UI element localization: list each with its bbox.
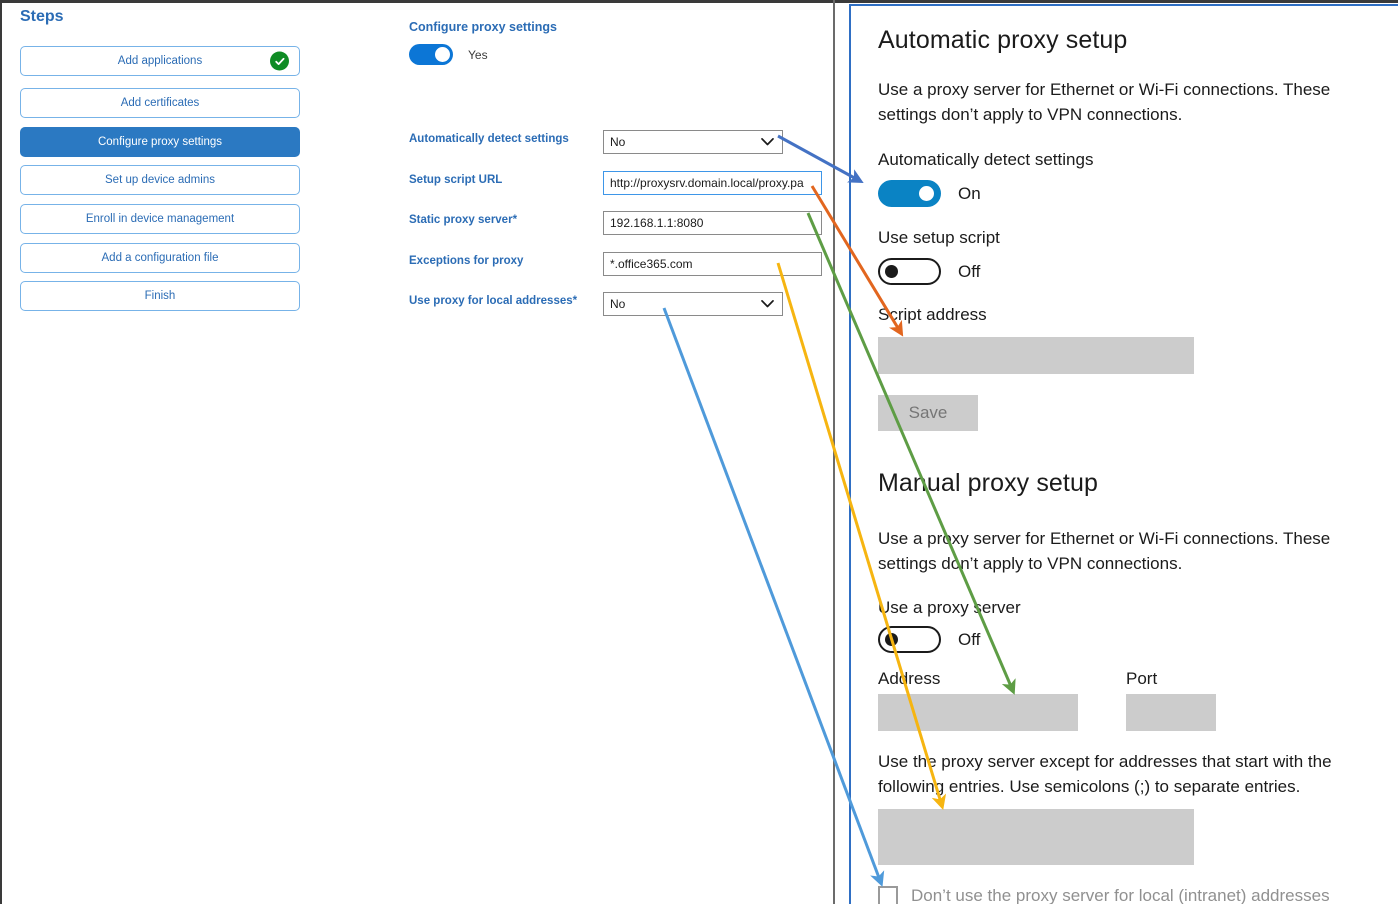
- sidebar-item-set-up-device-admins[interactable]: Set up device admins: [20, 165, 300, 195]
- window-left-border: [0, 0, 2, 904]
- automatically-detect-settings-toggle[interactable]: [878, 180, 941, 207]
- field-label: Exceptions for proxy: [409, 255, 524, 267]
- field-exceptions-for-proxy: Exceptions for proxy *.office365.com: [409, 252, 822, 276]
- toggle-knob: [919, 186, 934, 201]
- address-input[interactable]: [878, 694, 1078, 731]
- static-proxy-server-input[interactable]: 192.168.1.1:8080: [603, 211, 822, 235]
- use-setup-script-toggle[interactable]: [878, 258, 941, 285]
- automatically-detect-settings-label: Automatically detect settings: [878, 150, 1094, 169]
- step-label: Finish: [144, 290, 176, 302]
- field-label: Automatically detect settings: [409, 133, 569, 145]
- field-static-proxy-server: Static proxy server* 192.168.1.1:8080: [409, 211, 822, 235]
- address-label: Address: [878, 669, 941, 688]
- select-value: No: [610, 297, 626, 311]
- bypass-local-checkbox[interactable]: [878, 886, 898, 904]
- toggle-knob: [435, 47, 450, 62]
- port-label: Port: [1126, 669, 1158, 688]
- automatically-detect-settings-state: On: [958, 183, 981, 203]
- automatic-proxy-setup-description: Use a proxy server for Ethernet or Wi-Fi…: [878, 80, 1331, 124]
- input-value: *.office365.com: [610, 257, 693, 271]
- script-address-input[interactable]: [878, 337, 1194, 374]
- input-value: 192.168.1.1:8080: [610, 216, 704, 230]
- step-label: Enroll in device management: [85, 213, 235, 225]
- use-a-proxy-server-state: Off: [958, 629, 981, 649]
- exceptions-description: Use the proxy server except for addresse…: [878, 752, 1332, 796]
- step-label: Add a configuration file: [101, 252, 219, 264]
- manual-proxy-setup-heading: Manual proxy setup: [878, 469, 1098, 497]
- bypass-local-label: Don’t use the proxy server for local (in…: [911, 886, 1330, 904]
- field-use-proxy-for-local-addresses: Use proxy for local addresses* No: [409, 292, 819, 316]
- step-label: Add certificates: [120, 97, 200, 109]
- check-circle-icon: [270, 51, 289, 71]
- sidebar-item-configure-proxy-settings[interactable]: Configure proxy settings: [20, 127, 300, 157]
- chevron-down-icon: [761, 138, 774, 147]
- automatically-detect-settings-toggle-row: On: [878, 180, 981, 207]
- script-address-label: Script address: [878, 305, 987, 324]
- port-input[interactable]: [1126, 694, 1216, 731]
- field-label: Setup script URL: [409, 174, 503, 186]
- field-automatically-detect-settings: Automatically detect settings No: [409, 130, 819, 154]
- automatically-detect-settings-select[interactable]: No: [603, 130, 783, 154]
- step-label: Set up device admins: [105, 174, 215, 186]
- use-proxy-for-local-addresses-select[interactable]: No: [603, 292, 783, 316]
- save-button[interactable]: Save: [878, 395, 978, 431]
- sidebar-item-finish[interactable]: Finish: [20, 281, 300, 311]
- use-setup-script-toggle-row: Off: [878, 258, 980, 285]
- use-a-proxy-server-label: Use a proxy server: [878, 598, 1021, 617]
- bypass-local-checkbox-row[interactable]: Don’t use the proxy server for local (in…: [878, 886, 1330, 904]
- automatic-proxy-setup-heading: Automatic proxy setup: [878, 26, 1128, 54]
- sidebar-item-add-a-configuration-file[interactable]: Add a configuration file: [20, 243, 300, 273]
- exceptions-for-proxy-input[interactable]: *.office365.com: [603, 252, 822, 276]
- toggle-knob: [885, 265, 898, 278]
- toggle-knob: [885, 633, 898, 646]
- use-setup-script-label: Use setup script: [878, 228, 1000, 247]
- setup-script-url-input[interactable]: http://proxysrv.domain.local/proxy.pa: [603, 171, 822, 195]
- field-label: Use proxy for local addresses*: [409, 295, 578, 307]
- exceptions-input[interactable]: [878, 809, 1194, 865]
- configure-proxy-toggle-row: Yes: [409, 44, 488, 65]
- windows-proxy-settings-pane: Automatic proxy setup Use a proxy server…: [849, 4, 1398, 904]
- sidebar-item-add-applications[interactable]: Add applications: [20, 46, 300, 76]
- use-a-proxy-server-toggle[interactable]: [878, 626, 941, 653]
- sidebar-item-add-certificates[interactable]: Add certificates: [20, 88, 300, 118]
- use-a-proxy-server-toggle-row: Off: [878, 626, 980, 653]
- select-value: No: [610, 135, 626, 149]
- input-value: http://proxysrv.domain.local/proxy.pa: [610, 176, 804, 190]
- window-top-border: [0, 0, 1398, 3]
- sidebar-item-enroll-in-device-management[interactable]: Enroll in device management: [20, 204, 300, 234]
- chevron-down-icon: [761, 300, 774, 309]
- form-title: Configure proxy settings: [409, 20, 557, 34]
- configure-proxy-toggle-value: Yes: [468, 47, 488, 62]
- step-label: Configure proxy settings: [97, 136, 222, 148]
- steps-panel-title: Steps: [20, 8, 64, 25]
- field-setup-script-url: Setup script URL http://proxysrv.domain.…: [409, 171, 822, 195]
- panel-divider: [833, 0, 835, 904]
- use-setup-script-state: Off: [958, 261, 981, 281]
- configure-proxy-toggle[interactable]: [409, 44, 453, 65]
- step-label: Add applications: [117, 55, 203, 67]
- field-label: Static proxy server*: [409, 214, 518, 226]
- manual-proxy-setup-description: Use a proxy server for Ethernet or Wi-Fi…: [878, 529, 1331, 573]
